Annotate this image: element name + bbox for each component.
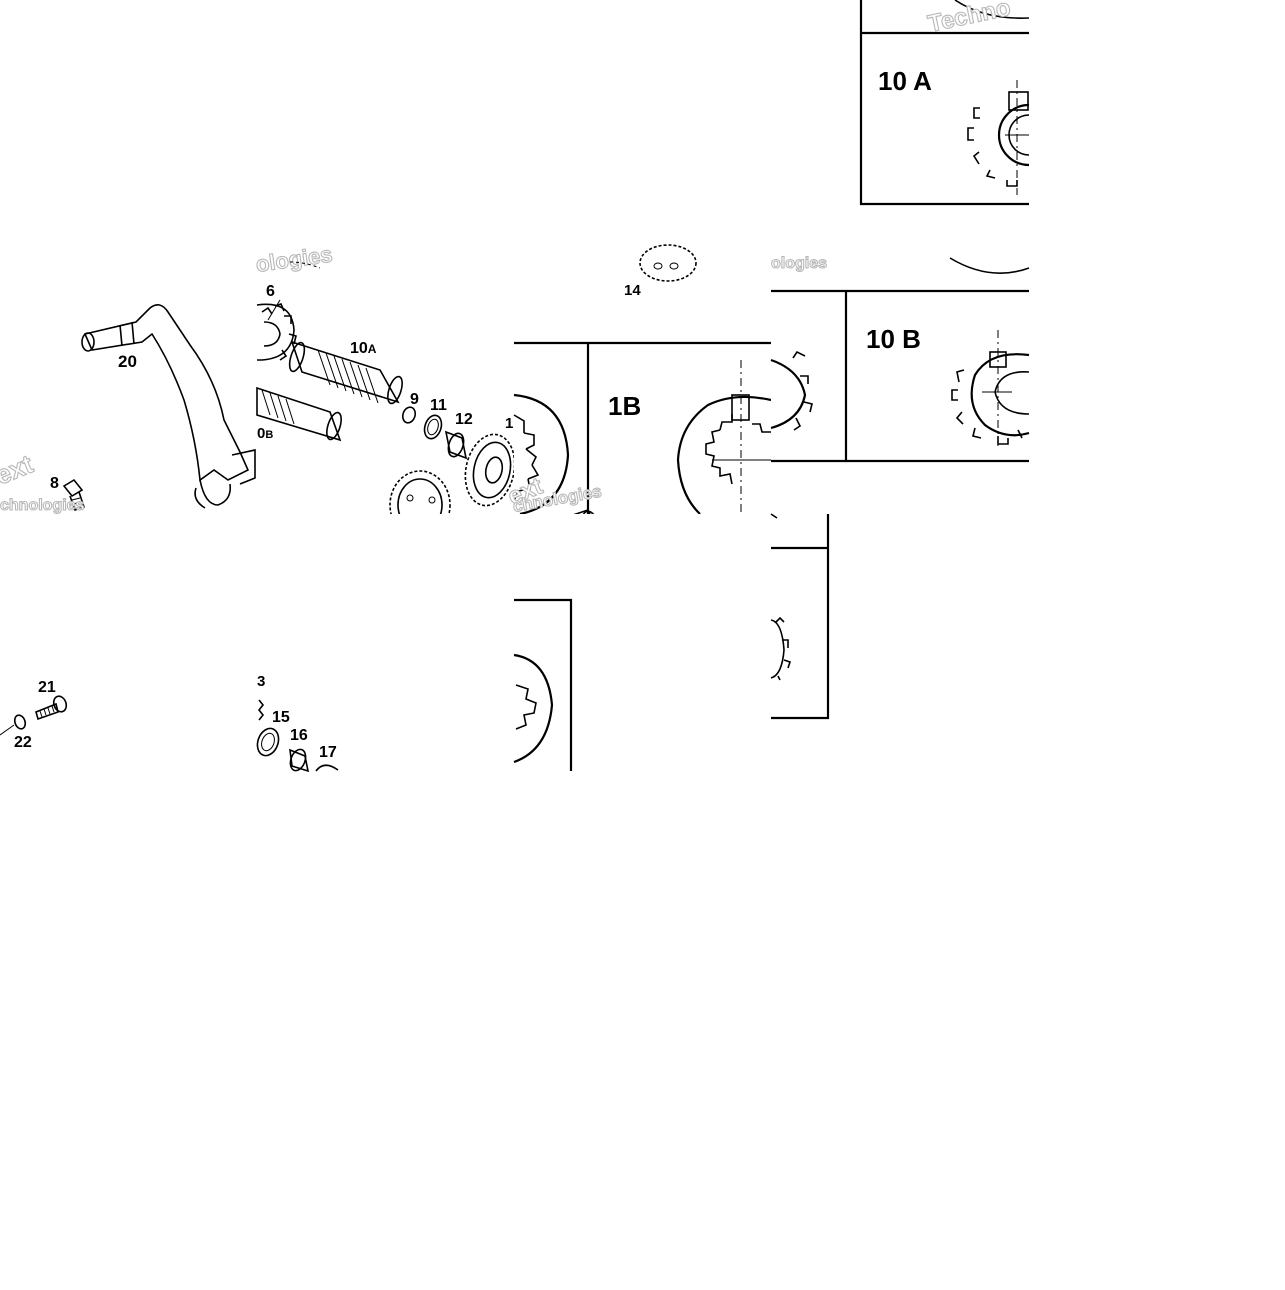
callout-21: 21 <box>38 679 56 696</box>
needle-bearing-12 <box>444 430 468 460</box>
kick-start-lever-area: 20 8 ext chnologies <box>0 258 257 515</box>
washer-11 <box>423 414 443 440</box>
spline-ring-10b <box>951 330 1030 450</box>
shaft-10a <box>288 340 403 405</box>
callout-9: 9 <box>410 391 419 408</box>
callout-14: 14 <box>624 282 641 299</box>
callout-16: 16 <box>290 727 308 744</box>
callout-12: 12 <box>455 411 473 428</box>
callout-15: 15 <box>272 709 290 726</box>
callout-10a: 10A <box>350 340 377 357</box>
shaft-10b <box>256 386 342 442</box>
bolt-8 <box>62 478 86 512</box>
detail-label-10a: 10 A <box>878 66 932 96</box>
parts-15-17-area: 3 15 16 17 <box>256 514 514 773</box>
washer-9 <box>401 406 417 424</box>
spline-bore-1b <box>676 360 772 515</box>
detail-label-10b: 10 B <box>866 324 921 354</box>
callout-1x: 1 <box>505 415 513 432</box>
callout-11: 11 <box>430 397 447 414</box>
gear-14 <box>639 244 697 282</box>
callout-10b: 0B <box>257 425 273 442</box>
callout-22: 22 <box>14 734 32 751</box>
bolt-21 <box>35 695 68 721</box>
bearing-16 <box>289 748 310 773</box>
callout-17: 17 <box>319 744 337 761</box>
callout-3: 3 <box>257 673 265 690</box>
part-17 <box>315 764 339 772</box>
detail-box-10b: ologies 10 B <box>770 254 1030 514</box>
detail-box-bottom-left <box>513 514 771 771</box>
callout-6: 6 <box>266 283 275 300</box>
detail-box-1b: 14 1B 1 ext chnologies <box>504 244 772 535</box>
gear-6 <box>256 303 297 361</box>
gear-13 <box>464 433 516 507</box>
watermark-text: chnologies <box>0 497 85 514</box>
watermark-text: ologies <box>771 255 827 272</box>
washer-15 <box>256 727 280 757</box>
callout-8: 8 <box>50 475 59 492</box>
shaft-and-gear-area: ologies 6 10A 0B 9 11 <box>254 241 516 540</box>
callout-20: 20 <box>118 352 137 371</box>
bolt-21-area: 21 22 <box>0 514 257 771</box>
kick-lever-20 <box>83 304 250 482</box>
gear-bore-detail-10a <box>967 80 1030 195</box>
detail-box-10a-top: Techno 10 A <box>771 0 1030 258</box>
detail-box-bottom-right <box>770 513 830 720</box>
detail-label-1b: 1B <box>608 391 641 421</box>
washer-22 <box>13 714 27 730</box>
